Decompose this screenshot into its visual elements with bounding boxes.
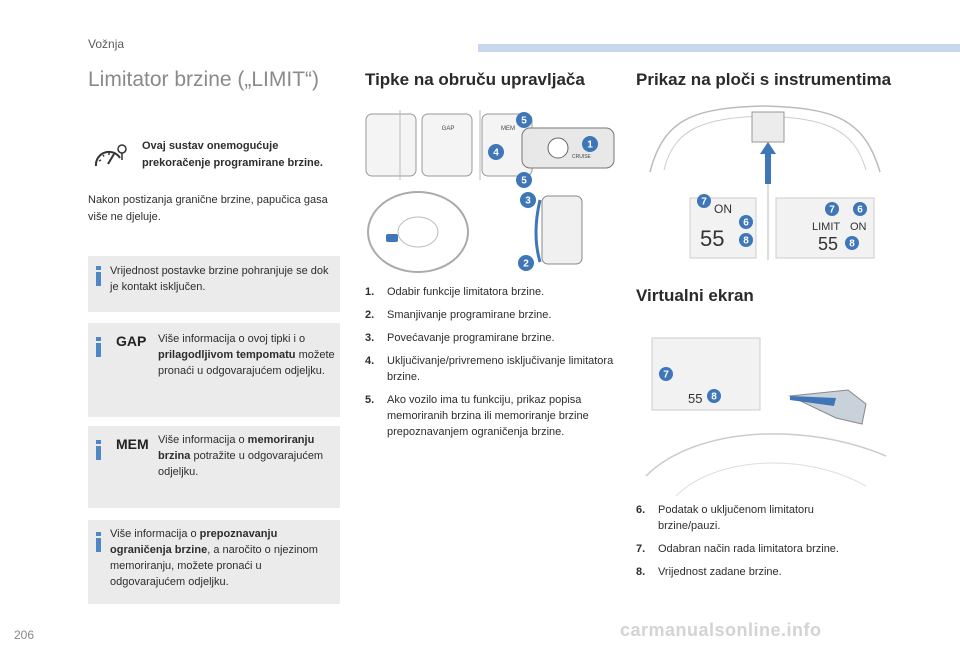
- panel-on-2: ON: [850, 221, 867, 233]
- info-icon: [96, 532, 101, 552]
- instrument-panel-illustration: ON 55 7 6 8 LIMIT ON 55 7 6 8: [649, 105, 881, 260]
- section-title-buttons: Tipke na obruču upravljača: [365, 70, 585, 89]
- callout-8c: 8: [711, 392, 717, 403]
- list-item: 8.Vrijednost zadane brzine.: [636, 566, 782, 578]
- list-item: 1.Odabir funkcije limitatora brzine.: [365, 286, 545, 298]
- info-icon: [96, 266, 101, 286]
- info-mem-text: Više informacija o memoriranju brzina po…: [158, 434, 324, 478]
- buttons-list: 1.Odabir funkcije limitatora brzine. 2.S…: [365, 284, 615, 447]
- panel-limit: LIMIT: [812, 221, 840, 233]
- callout-7a: 7: [701, 197, 707, 208]
- virtual-list: 6.Podatak o uključenom limitatoru brzine…: [636, 502, 876, 587]
- info-text: Vrijednost postavke brzine pohranjuje se…: [110, 265, 329, 293]
- list-item: 5.Ako vozilo ima tu funkciju, prikaz pop…: [365, 394, 589, 438]
- mem-tag: MEM: [116, 436, 149, 452]
- section-title-virtual: Virtualni ekran: [636, 286, 754, 305]
- list-item: 6.Podatak o uključenom limitatoru brzine…: [636, 504, 814, 532]
- warning-text: Ovaj sustav onemogućuje prekoračenje pro…: [142, 140, 323, 169]
- callout-8a: 8: [743, 236, 749, 247]
- callout-7b: 7: [829, 205, 835, 216]
- cruise-switch-label: CRUISE: [572, 154, 592, 160]
- speed-limiter-icon: [94, 144, 127, 167]
- callout-2: 2: [523, 259, 529, 270]
- info-box-recognition: Više informacija o prepoznavanju ogranič…: [88, 520, 340, 604]
- panel-value-2: 55: [818, 234, 838, 254]
- page-title: Limitator brzine („LIMIT“): [88, 68, 320, 91]
- steering-buttons-illustration: GAP MEM CRUISE 5 4 5 1 3 2: [365, 110, 615, 273]
- virtual-value: 55: [688, 391, 702, 406]
- list-item: 2.Smanjivanje programirane brzine.: [365, 309, 552, 321]
- page-number: 206: [14, 628, 35, 642]
- callout-5b: 5: [521, 176, 527, 187]
- header-bar: [478, 44, 960, 52]
- list-item: 4.Uključivanje/privremeno isključivanje …: [365, 355, 614, 383]
- info-gap-text: Više informacija o ovoj tipki i o prilag…: [158, 333, 335, 377]
- callout-6a: 6: [743, 218, 749, 229]
- intro-text: Nakon postizanja granične brzine, papuči…: [88, 194, 328, 223]
- callout-7c: 7: [663, 370, 669, 381]
- callout-6b: 6: [857, 205, 863, 216]
- info-icon: [96, 440, 101, 460]
- gap-tag: GAP: [116, 333, 147, 349]
- section-title-panel: Prikaz na ploči s instrumentima: [636, 70, 892, 89]
- panel-value-1: 55: [700, 226, 724, 251]
- list-item: 7.Odabran način rada limitatora brzine.: [636, 543, 839, 555]
- section-header: Vožnja: [88, 37, 125, 51]
- callout-1: 1: [587, 140, 593, 151]
- callout-4: 4: [493, 148, 499, 159]
- info-box-gap: GAP Više informacija o ovoj tipki i o pr…: [88, 323, 340, 417]
- callout-8b: 8: [849, 239, 855, 250]
- gap-switch-label: GAP: [442, 126, 455, 132]
- mem-switch-label: MEM: [501, 126, 515, 132]
- info-recognition-text: Više informacija o prepoznavanju ogranič…: [110, 528, 318, 588]
- info-box-mem: MEM Više informacija o memoriranju brzin…: [88, 426, 340, 508]
- watermark: carmanualsonline.info: [620, 620, 822, 640]
- list-item: 3.Povećavanje programirane brzine.: [365, 332, 555, 344]
- virtual-display-illustration: 55 7 8: [645, 337, 887, 497]
- info-box-memory: Vrijednost postavke brzine pohranjuje se…: [88, 256, 340, 312]
- callout-5: 5: [521, 116, 527, 127]
- panel-on-1: ON: [714, 202, 732, 216]
- info-icon: [96, 337, 101, 357]
- callout-3: 3: [525, 196, 531, 207]
